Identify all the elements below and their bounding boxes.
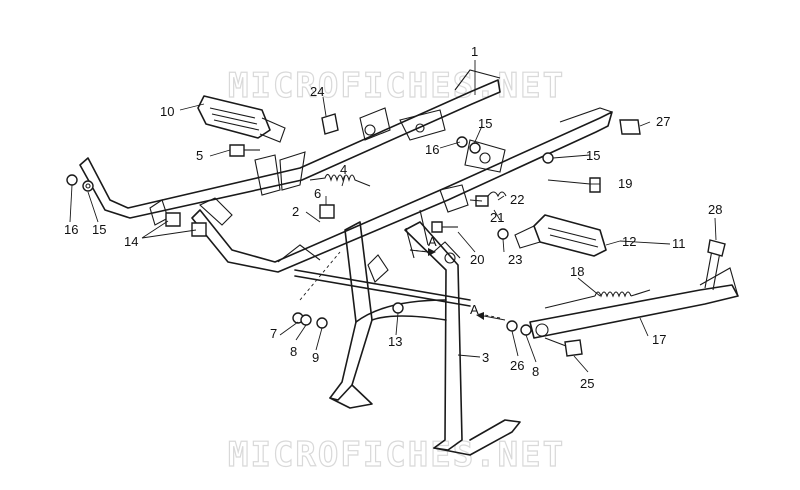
callout-21: 21 (490, 210, 504, 225)
frame-rail-upper (79, 69, 501, 219)
callout-26: 26 (510, 358, 524, 373)
svg-text:A: A (470, 302, 479, 317)
stand-spring (544, 289, 651, 309)
callout-16a: 16 (64, 222, 78, 237)
callout-9: 9 (312, 350, 319, 365)
bushing-24 (321, 113, 339, 135)
callout-3: 3 (482, 350, 489, 365)
assembly-lines (299, 249, 501, 319)
bolt-head-5 (229, 144, 245, 157)
callout-18: 18 (570, 264, 584, 279)
callout-24: 24 (310, 84, 324, 99)
callout-13: 13 (388, 334, 402, 349)
callout-8b: 8 (532, 364, 539, 379)
callout-labels: 1 2 3 4 5 6 7 8 9 10 11 12 13 14 15 15 1… (64, 44, 722, 391)
callout-5: 5 (196, 148, 203, 163)
callout-8a: 8 (290, 344, 297, 359)
footrest-left (197, 95, 286, 143)
side-stand (529, 239, 739, 339)
pivot-shaft (294, 269, 471, 314)
center-stand (329, 221, 521, 456)
callout-19: 19 (618, 176, 632, 191)
callout-15c: 15 (586, 148, 600, 163)
callout-14: 14 (124, 234, 138, 249)
bushing-6 (319, 204, 335, 219)
leader-lines (69, 60, 717, 373)
callout-11: 11 (672, 236, 686, 251)
callout-12: 12 (622, 234, 636, 249)
callout-28: 28 (708, 202, 722, 217)
callout-23: 23 (508, 252, 522, 267)
svg-text:A: A (428, 234, 437, 249)
callout-10: 10 (160, 104, 174, 119)
callout-6: 6 (314, 186, 321, 201)
frame-rail-lower (149, 107, 613, 273)
marker-a-upper: A (409, 234, 437, 256)
callout-1: 1 (471, 44, 478, 59)
callout-4: 4 (340, 162, 347, 177)
callout-25: 25 (580, 376, 594, 391)
callout-16b: 16 (425, 142, 439, 157)
hardware (66, 113, 641, 357)
callout-7: 7 (270, 326, 277, 341)
watermark-top: MICROFICHES.NET (228, 66, 565, 106)
marker-a-lower: A (470, 302, 506, 321)
callout-20: 20 (470, 252, 484, 267)
spring-4 (309, 173, 371, 187)
callout-15a: 15 (92, 222, 106, 237)
watermark-bottom: MICROFICHES.NET (228, 435, 565, 475)
footrest-right (514, 214, 607, 257)
callout-22: 22 (510, 192, 524, 207)
callout-2: 2 (292, 204, 299, 219)
callout-17: 17 (652, 332, 666, 347)
callout-15b: 15 (478, 116, 492, 131)
callout-27: 27 (656, 114, 670, 129)
